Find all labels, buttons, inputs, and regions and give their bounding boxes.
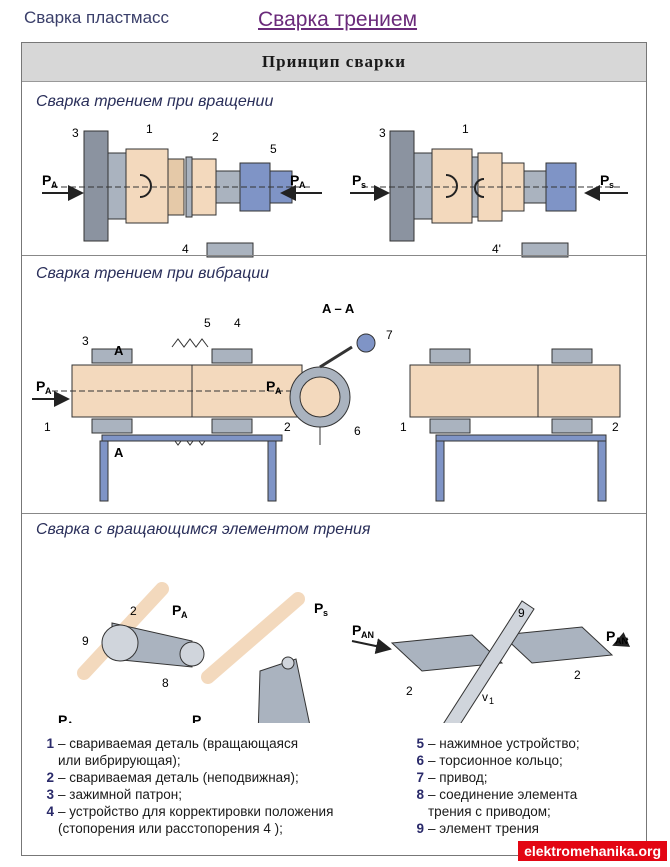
callout-2: 2 — [212, 130, 219, 144]
vibration-assembly-left — [32, 338, 332, 502]
friction-element-diagram: 2 9 8 P A P A P s P s P AN P AN 9 2 2 v … — [58, 582, 631, 723]
force-label-ps-element-bottom: P — [192, 712, 201, 723]
section-title-vibration: Сварка трением при вибрации — [36, 265, 270, 282]
legend-text-3: – зажимной патрон; — [58, 787, 182, 802]
velocity-v1: v — [482, 690, 488, 704]
force-sub-pan-right: AN — [615, 636, 628, 646]
callout-9-element: 9 — [82, 634, 89, 648]
callout-3: 3 — [72, 126, 79, 140]
section-aa-label: A – A — [322, 301, 355, 316]
callout-5-vib: 5 — [204, 316, 211, 330]
force-sub-ps-element-bottom: s — [201, 720, 206, 723]
section-title-rotation: Сварка трением при вращении — [36, 93, 274, 110]
force-sub-pa-vib-left: A — [45, 386, 52, 396]
legend-num-5: 5 — [416, 736, 424, 751]
callout-1: 1 — [146, 122, 153, 136]
force-sub-pa-element-top: A — [181, 610, 188, 620]
legend-num-2: 2 — [46, 770, 54, 785]
force-label-pa-left: P — [42, 172, 51, 188]
legend-text-4: – устройство для корректировки положения — [58, 804, 334, 819]
section-divider-1 — [22, 255, 646, 256]
callout-5: 5 — [270, 142, 277, 156]
legend-num-1: 1 — [46, 736, 54, 751]
force-label-pan-left: P — [352, 622, 361, 638]
callout-1-right: 1 — [462, 122, 469, 136]
force-sub-pan-left: AN — [361, 630, 374, 640]
force-label-pa-element-top: P — [172, 602, 181, 618]
legend-right: 5 – нажимное устройство; 6 – торсионное ко… — [402, 735, 580, 837]
rotation-diagram: P A P A 3 1 2 5 4 P s P s 3 1 — [42, 122, 628, 258]
rotating-element-left — [77, 582, 205, 680]
callout-2-vib: 2 — [284, 420, 291, 434]
force-label-ps-left: P — [352, 172, 361, 188]
legend-text-7: – привод; — [428, 770, 488, 785]
legend-num-4: 4 — [46, 804, 54, 819]
force-label-pa-vib-right: P — [266, 378, 275, 394]
force-sub-ps-right: s — [609, 180, 614, 190]
legend-text-1: – свариваемая деталь (вращающаяся — [58, 736, 299, 751]
callout-2-right-a: 2 — [406, 684, 413, 698]
legend-text-2: – свариваемая деталь (неподвижная); — [58, 770, 299, 785]
legend-num-8: 8 — [416, 787, 424, 802]
legend-left: 1 – свариваемая деталь (вращающаяся или в… — [32, 735, 333, 837]
callout-6: 6 — [354, 424, 361, 438]
legend-text-8: – соединение элемента — [428, 787, 578, 802]
section-divider-2 — [22, 513, 646, 514]
force-sub-pa-vib-right: A — [275, 386, 282, 396]
legend-cont-1: или вибрирующая); — [58, 753, 181, 768]
callout-4p: 4' — [492, 242, 501, 256]
section-title-element: Сварка с вращающимся элементом трения — [36, 521, 371, 538]
legend-text-5: – нажимное устройство; — [428, 736, 580, 751]
legend-num-9: 9 — [416, 821, 424, 836]
legend-num-3: 3 — [46, 787, 54, 802]
force-label-pan-right: P — [606, 628, 615, 644]
section-mark-a-top: A — [114, 343, 124, 358]
force-label-pa-right: P — [290, 172, 299, 188]
principle-banner: Принцип сварки — [22, 43, 646, 82]
vibration-assembly-right — [409, 348, 621, 502]
force-label-ps-right: P — [600, 172, 609, 188]
callout-9-right: 9 — [518, 606, 525, 620]
rotating-element-right — [351, 600, 631, 723]
diagram-frame: Принцип сварки Сварка трением при вращен… — [21, 42, 647, 856]
callout-3-right: 3 — [379, 126, 386, 140]
force-sub-ps-left: s — [361, 180, 366, 190]
callout-2-element: 2 — [130, 604, 137, 618]
legend-cont-4: (стопорения или расстопорения 4 ); — [58, 821, 283, 836]
callout-3-vib: 3 — [82, 334, 89, 348]
rotation-machine-left — [42, 130, 322, 258]
force-label-pa-vib-left: P — [36, 378, 45, 394]
watermark-badge: elektromehanika.org — [518, 841, 667, 861]
section-mark-a-bottom: A — [114, 445, 124, 460]
force-sub-ps-element-top: s — [323, 608, 328, 618]
callout-4-vib: 4 — [234, 316, 241, 330]
callout-4: 4 — [182, 242, 189, 256]
legend-text-6: – торсионное кольцо; — [428, 753, 563, 768]
vibration-diagram: P A P A A A 3 5 4 1 2 A – A 7 6 — [32, 301, 621, 502]
force-sub-pa-left: A — [51, 180, 58, 190]
legend-num-7: 7 — [416, 770, 424, 785]
section-aa-view — [289, 333, 376, 445]
legend-text-9: – элемент трения — [428, 821, 539, 836]
callout-1-vib-right: 1 — [400, 420, 407, 434]
callout-1-vib: 1 — [44, 420, 51, 434]
category-label: Сварка пластмасс — [24, 8, 170, 27]
legend-num-6: 6 — [416, 753, 424, 768]
legend-cont-8: трения с приводом; — [428, 804, 551, 819]
callout-8-element: 8 — [162, 676, 169, 690]
callout-2-vib-right: 2 — [612, 420, 619, 434]
force-sub-pa-element-bottom: A — [67, 720, 74, 723]
page-title-link[interactable]: Сварка трением — [258, 8, 418, 31]
force-label-ps-element-top: P — [314, 600, 323, 616]
callout-2-right-b: 2 — [574, 668, 581, 682]
force-label-pa-element-bottom: P — [58, 712, 67, 723]
rotation-machine-right — [350, 130, 628, 258]
rotating-element-middle — [201, 592, 310, 723]
force-sub-pa-right: A — [299, 180, 306, 190]
velocity-v1-sub: 1 — [489, 696, 494, 706]
callout-7: 7 — [386, 328, 393, 342]
